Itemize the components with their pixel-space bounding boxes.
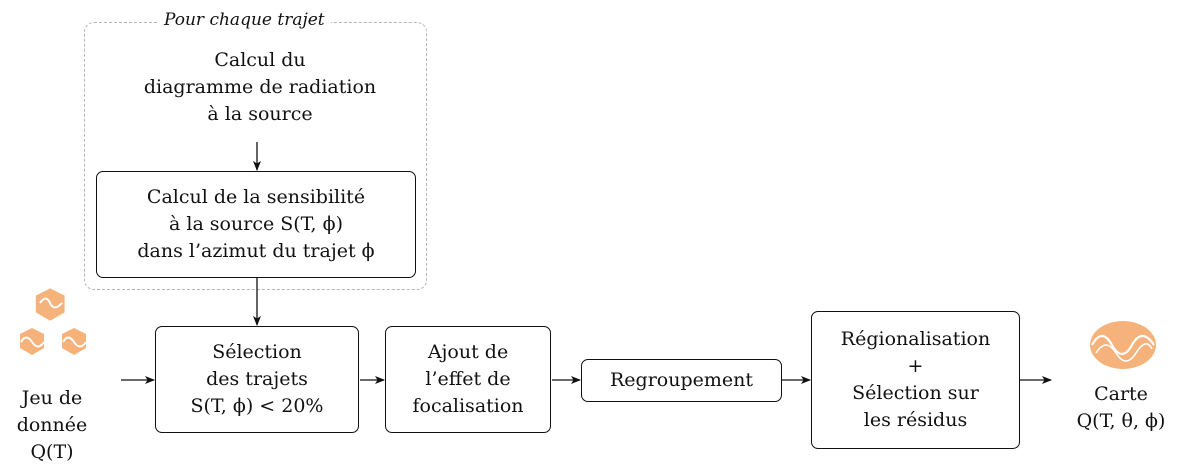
radiation-line-3: à la source — [207, 103, 313, 125]
output-line-1: Carte — [1094, 383, 1148, 405]
input-line-3: Q(T) — [30, 441, 74, 463]
radiation-line-1: Calcul du — [214, 49, 306, 71]
node-regionalization: Régionalisation + Sélection sur les rési… — [811, 311, 1020, 449]
regionalization-line-2: + — [907, 355, 924, 377]
focusing-line-1: Ajout de — [427, 341, 509, 363]
sensitivity-line-2: à la source S(T, ϕ) — [169, 213, 343, 235]
focusing-line-2: l’effet de — [425, 368, 511, 390]
output-line-2: Q(T, θ, ϕ) — [1076, 410, 1166, 432]
grouping-line-1: Regroupement — [609, 369, 753, 391]
sensitivity-line-3: dans l’azimut du trajet ϕ — [137, 240, 375, 262]
regionalization-line-3: Sélection sur — [852, 382, 979, 404]
node-grouping: Regroupement — [581, 359, 782, 402]
node-radiation-pattern: Calcul du diagramme de radiation à la so… — [140, 47, 380, 128]
node-path-selection: Sélection des trajets S(T, ϕ) < 20% — [155, 326, 359, 433]
input-dataset-label: Jeu de donnée Q(T) — [12, 385, 92, 466]
selection-line-1: Sélection — [212, 341, 302, 363]
output-map-label: Carte Q(T, θ, ϕ) — [1060, 381, 1179, 435]
regionalization-line-1: Régionalisation — [840, 328, 991, 350]
sensitivity-line-1: Calcul de la sensibilité — [146, 186, 366, 208]
node-sensitivity: Calcul de la sensibilité à la source S(T… — [96, 171, 416, 278]
node-focusing-effect: Ajout de l’effet de focalisation — [385, 326, 551, 433]
selection-line-2: des trajets — [206, 368, 308, 390]
loop-label: Pour chaque trajet — [158, 10, 331, 30]
radiation-line-2: diagramme de radiation — [143, 76, 377, 98]
regionalization-line-4: les résidus — [863, 409, 968, 431]
ellipse-map-icon — [1090, 321, 1156, 369]
input-line-2: donnée — [16, 414, 88, 436]
selection-line-3: S(T, ϕ) < 20% — [190, 395, 324, 417]
input-line-1: Jeu de — [21, 387, 83, 409]
focusing-line-3: focalisation — [412, 395, 524, 417]
three-hexagon-dataset-icon — [20, 288, 87, 355]
